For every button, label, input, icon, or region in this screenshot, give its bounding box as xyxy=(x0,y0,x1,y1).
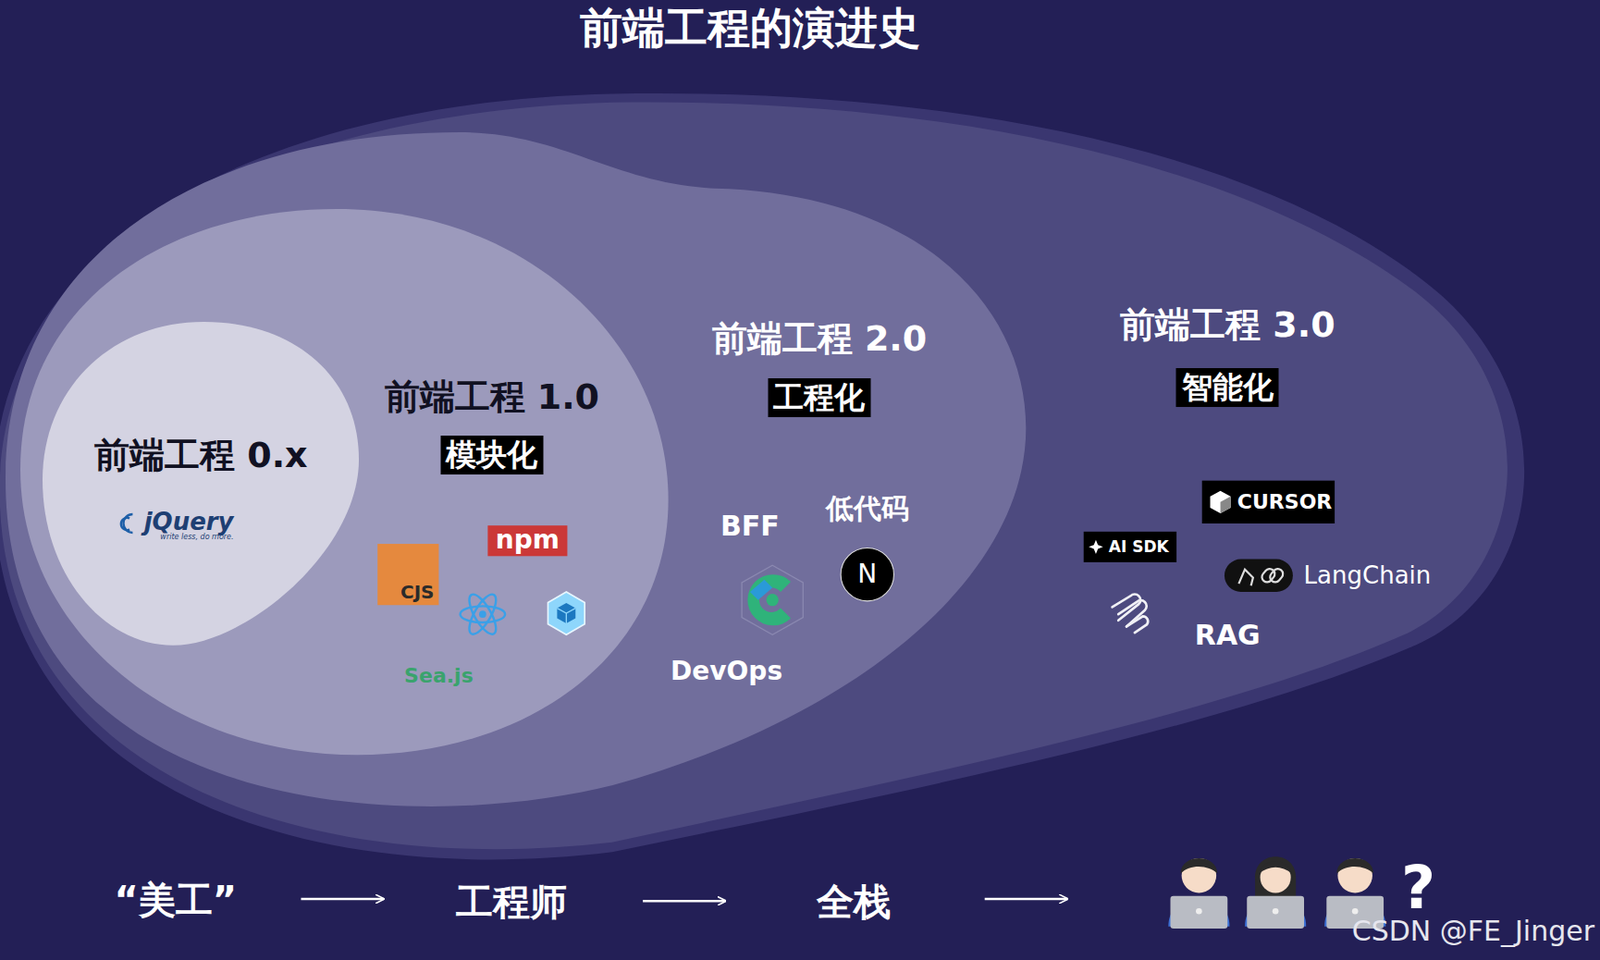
diagram-title: 前端工程的演进史 xyxy=(579,0,921,58)
outer-halo xyxy=(0,93,1525,860)
watermark: CSDN @FE_Jinger xyxy=(1352,915,1595,947)
question-mark: ? xyxy=(1401,855,1436,921)
devops-logo xyxy=(741,565,803,635)
role-label: 全栈 xyxy=(816,881,891,923)
logo-tagline: write less, do more. xyxy=(160,533,234,542)
region-shape xyxy=(0,101,1508,850)
tech-label: BFF xyxy=(720,510,780,542)
stage-heading: 前端工程 1.0 xyxy=(384,377,601,419)
progress-arrow xyxy=(300,898,1068,901)
langchain-mark xyxy=(1238,566,1285,586)
stage-region: 前端工程 0.x 前端工程 1.0 模块化 xyxy=(20,209,669,755)
logo-text: Sea.js xyxy=(404,664,474,688)
npm-logo xyxy=(487,525,567,556)
stage-heading: 前端工程 2.0 xyxy=(712,320,928,361)
rag-icon xyxy=(1112,593,1149,633)
logo-text: CJS xyxy=(400,581,435,603)
logo-text: N xyxy=(857,560,877,590)
ai-sdk-badge xyxy=(1083,531,1177,563)
stage-tag: 工程化 xyxy=(767,378,871,418)
stage-region: 前端工程 0.x xyxy=(42,321,359,646)
cjs-logo xyxy=(377,543,439,605)
region-shape xyxy=(5,132,1026,807)
webpack-logo xyxy=(547,591,585,635)
logo-text: CURSOR xyxy=(1237,491,1332,514)
logo-text: npm xyxy=(495,525,560,554)
tech-label: 低代码 xyxy=(825,492,910,524)
jquery-logo xyxy=(121,514,134,533)
logo-text: LangChain xyxy=(1304,562,1432,590)
region-outline xyxy=(42,321,359,646)
stage-tag: 模块化 xyxy=(440,435,543,475)
region-shape xyxy=(20,209,669,755)
stage-region: 前端工程 0.x 前端工程 1.0 模块化 前端工程 2.0 工程化 xyxy=(5,132,1026,832)
langchain-logo xyxy=(1224,559,1293,592)
stage-tag: 智能化 xyxy=(1176,368,1280,407)
role-label: “美工” xyxy=(113,879,237,921)
region-shape xyxy=(42,321,359,646)
logo-text: jQuery xyxy=(144,507,234,535)
tech-label: RAG xyxy=(1194,619,1261,651)
stage-heading: 前端工程 0.x xyxy=(94,435,308,477)
sparkle-icon xyxy=(1088,540,1103,554)
role-label: 工程师 xyxy=(455,881,567,923)
nextjs-logo xyxy=(840,547,894,601)
stage-heading: 前端工程 3.0 xyxy=(1120,305,1336,346)
cursor-cube xyxy=(1210,491,1231,514)
logo-text: AI SDK xyxy=(1108,538,1170,556)
cursor-badge xyxy=(1202,480,1335,524)
react-logo xyxy=(460,590,506,639)
tech-label: DevOps xyxy=(670,657,783,687)
